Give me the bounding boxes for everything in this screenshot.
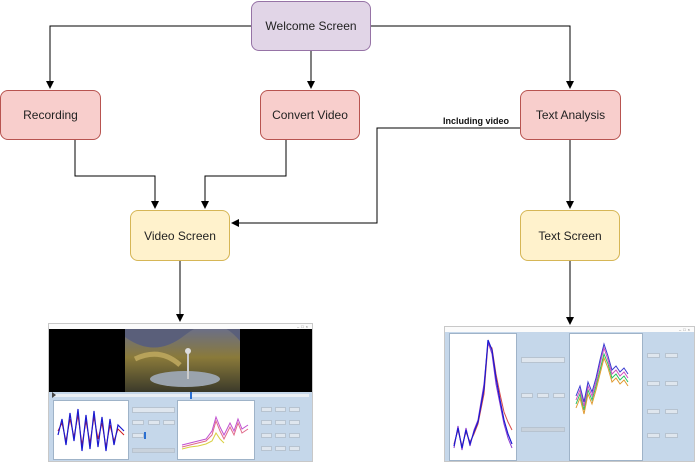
video-grid-btn-12: [289, 446, 300, 451]
text-side-btn-3: [647, 381, 660, 386]
text-plot-right: [569, 333, 643, 461]
video-grid-btn-3: [289, 407, 300, 412]
node-label: Welcome Screen: [265, 19, 357, 33]
text-side-btn-4: [665, 381, 678, 386]
video-slider-marker: [144, 432, 146, 439]
text-control-b: [537, 393, 549, 398]
text-dropdown: [521, 357, 565, 363]
video-grid-btn-10: [261, 446, 272, 451]
video-plot-right-lines: [181, 415, 249, 450]
video-control-a: [132, 420, 144, 425]
video-grid-btn-5: [275, 420, 286, 425]
timeline-bar: [53, 394, 309, 397]
text-control-c: [553, 393, 565, 398]
text-side-btn-6: [665, 409, 678, 414]
video-plot-left-lines: [57, 408, 125, 452]
video-grid-btn-11: [275, 446, 286, 451]
node-welcome-screen[interactable]: Welcome Screen: [251, 1, 371, 51]
play-icon: [52, 392, 56, 398]
text-screen-thumbnail: –□×: [444, 326, 695, 462]
node-label: Convert Video: [272, 108, 348, 122]
node-label: Video Screen: [144, 228, 216, 243]
node-recording[interactable]: Recording: [0, 90, 101, 140]
window-controls-icon: –□×: [679, 327, 692, 332]
text-plot-right-lines: [575, 342, 629, 415]
edge-recording-video: [74, 140, 159, 209]
video-grid-btn-4: [261, 420, 272, 425]
text-side-btn-1: [647, 353, 660, 358]
video-plot-left: [53, 400, 129, 460]
video-dropdown: [132, 407, 175, 413]
node-label: Recording: [23, 108, 78, 122]
video-wide-button: [132, 448, 175, 453]
text-plot-left: [449, 333, 517, 461]
video-control-c: [163, 420, 175, 425]
node-text-screen[interactable]: Text Screen: [520, 210, 620, 261]
timeline-handle: [190, 392, 192, 399]
video-screen-thumbnail: –□×: [48, 323, 313, 462]
window-titlebar: [445, 327, 694, 332]
text-plot-left-lines: [453, 339, 513, 451]
window-titlebar: [49, 324, 312, 329]
video-control-d: [132, 433, 144, 438]
video-grid-btn-9: [289, 433, 300, 438]
text-side-btn-2: [665, 353, 678, 358]
node-video-screen[interactable]: Video Screen: [130, 210, 230, 261]
text-wide-button: [521, 427, 565, 432]
text-control-a: [521, 393, 533, 398]
edge-convert-video: [201, 140, 287, 209]
edge-text-analysis-video: [231, 127, 520, 227]
node-convert-video[interactable]: Convert Video: [260, 90, 360, 140]
edge-welcome-recording: [46, 25, 251, 89]
video-control-b: [148, 420, 160, 425]
edge-welcome-text-analysis: [370, 25, 574, 89]
text-side-btn-5: [647, 409, 660, 414]
edge-label-including-video: Including video: [443, 116, 510, 126]
video-grid-btn-8: [275, 433, 286, 438]
video-plot-right: [177, 400, 255, 460]
node-label: Text Screen: [538, 228, 602, 243]
text-side-btn-8: [665, 433, 678, 438]
video-frame-image: [125, 329, 240, 392]
node-text-analysis[interactable]: Text Analysis: [520, 90, 621, 140]
video-grid-btn-7: [261, 433, 272, 438]
text-side-btn-7: [647, 433, 660, 438]
node-label: Text Analysis: [535, 108, 606, 122]
window-controls-icon: –□×: [297, 324, 310, 329]
video-grid-btn-6: [289, 420, 300, 425]
video-grid-btn-2: [275, 407, 286, 412]
video-grid-btn-1: [261, 407, 272, 412]
